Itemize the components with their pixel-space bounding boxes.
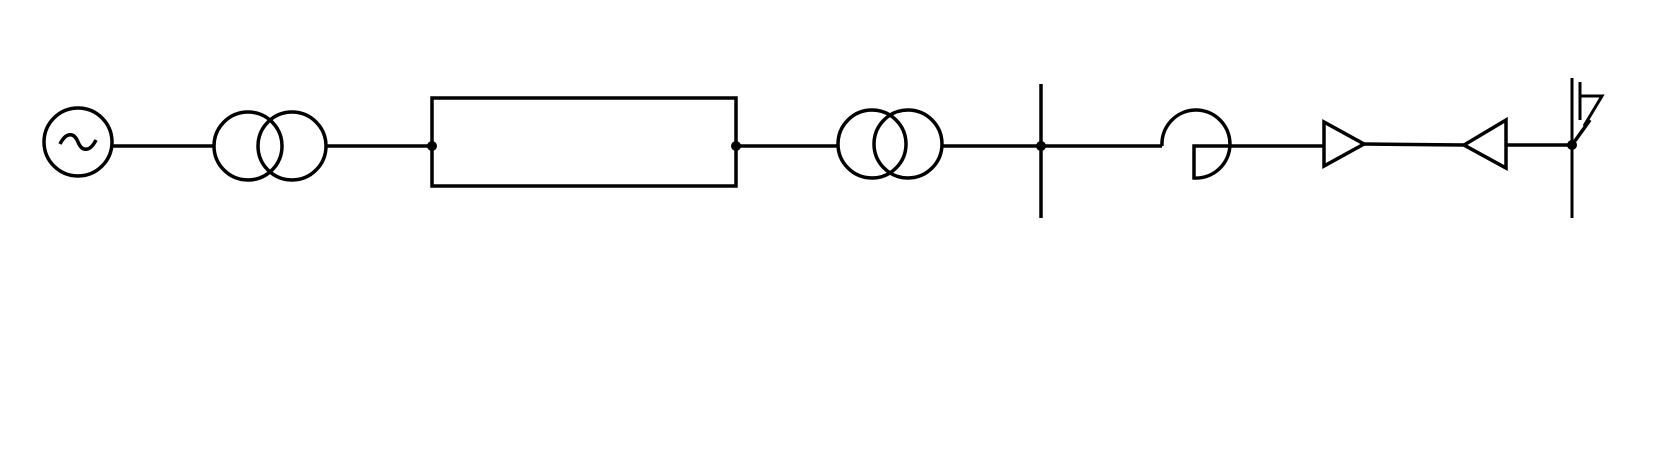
ac-generator-icon — [42, 106, 114, 178]
sine-wave-symbol — [58, 133, 98, 151]
two-winding-transformer-icon — [836, 108, 944, 180]
busbar-icon — [1036, 84, 1046, 218]
line-impedance-box-icon — [427, 96, 741, 188]
earthing-switch-icon — [1567, 78, 1605, 218]
current-limiting-reactor-icon — [1160, 108, 1232, 180]
node-dot — [427, 141, 437, 151]
node-dot — [1567, 140, 1577, 150]
two-winding-transformer-icon — [212, 110, 328, 182]
connection-line — [1363, 142, 1465, 147]
diagram-lines — [42, 78, 1605, 218]
socket-icon — [1460, 116, 1508, 171]
plug-icon — [1322, 119, 1368, 169]
